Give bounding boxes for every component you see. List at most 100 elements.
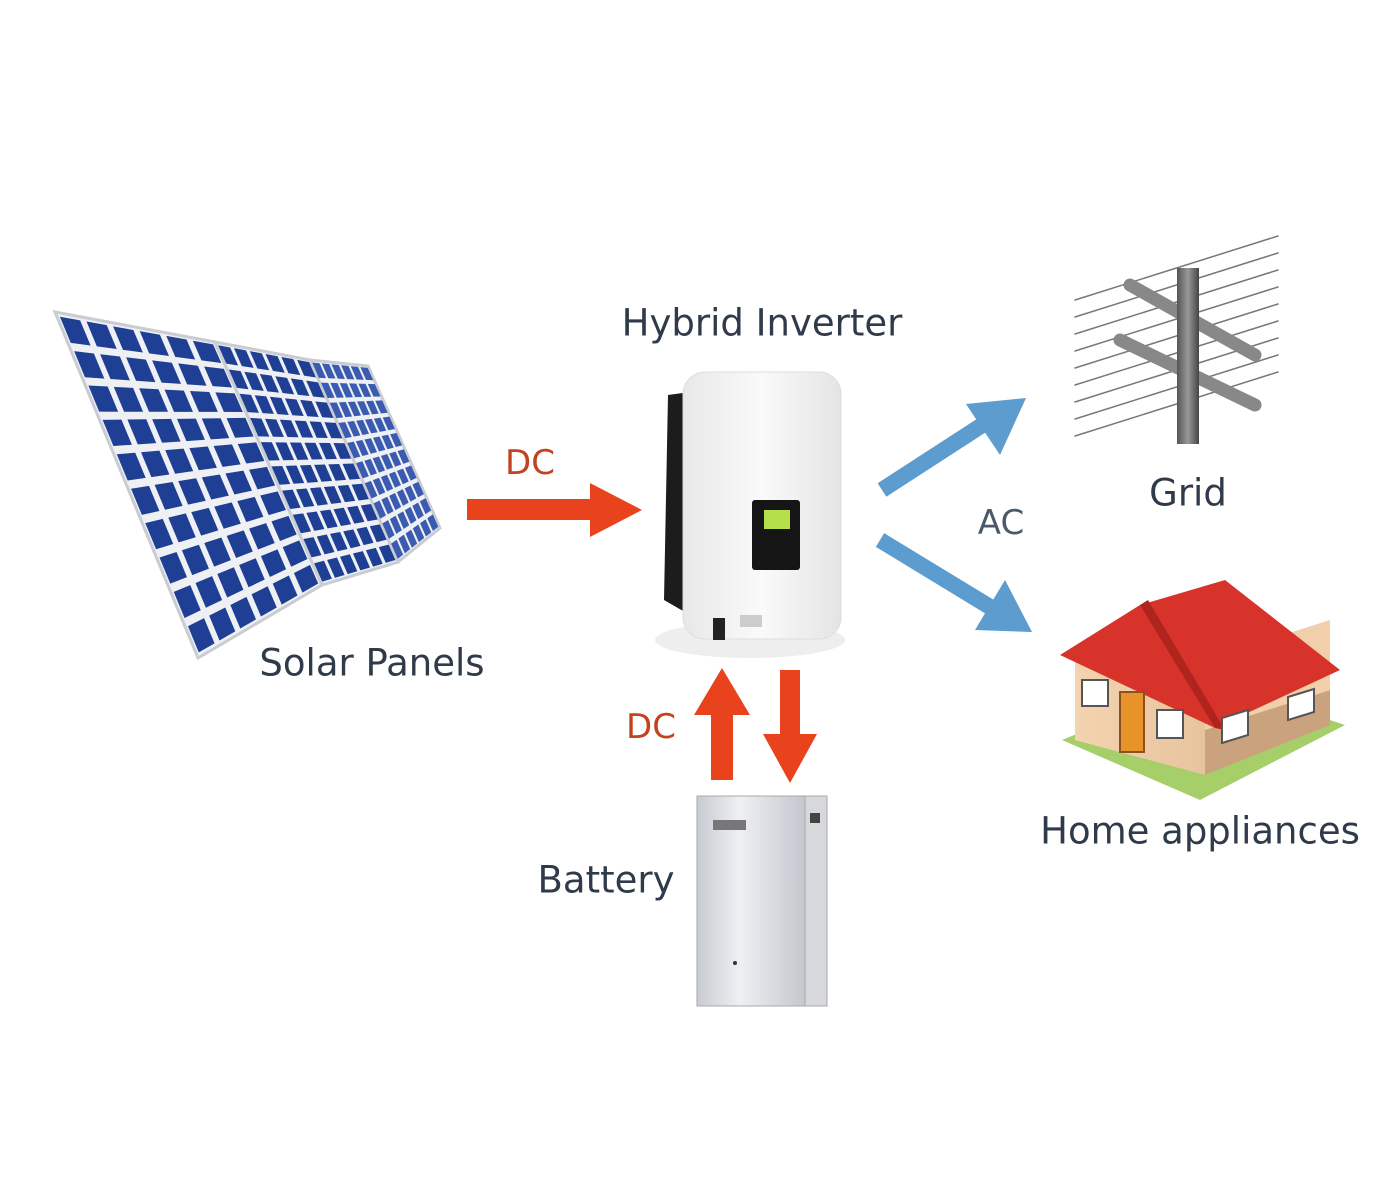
solar-cell [380,474,394,492]
solar-cell [319,509,338,529]
solar-cell [360,504,378,522]
solar-cell [127,419,157,445]
solar-cell [357,401,370,416]
solar-cell [74,351,105,379]
solar-cell [204,366,233,388]
solar-panels-image [52,310,442,661]
solar-cell [329,531,348,552]
solar-cell [166,335,196,360]
solar-cell [318,442,337,460]
solar-cell [189,390,218,412]
battery-image [696,795,828,1007]
solar-cell [201,418,230,440]
solar-cell [237,442,265,464]
solar-cell [139,388,169,412]
solar-cell [113,326,143,353]
solar-cell [102,419,132,447]
power-wire [1074,235,1279,301]
solar-cell [309,421,328,438]
solar-cell [306,380,325,398]
solar-cell [154,482,183,510]
solar-cell [275,442,295,461]
solar-cell [233,348,254,368]
solar-cell [249,523,275,550]
solar-cell [391,539,404,559]
solar-cell [347,420,361,437]
solar-cell [360,367,374,381]
solar-cell [178,363,207,386]
solar-cell [218,345,239,366]
solar-cell [342,463,361,480]
solar-cell [282,489,301,509]
solar-cell [356,419,370,436]
solar-cell [404,506,417,525]
solar-cell [260,442,280,461]
solar-cell [204,537,231,567]
solar-cell [282,540,308,567]
solar-cell [126,357,156,383]
solar-cell [139,331,170,356]
solar-cell [341,365,355,380]
solar-cell [327,557,345,578]
solar-cell [239,558,265,588]
solar-cell [420,519,432,537]
solar-cell [230,596,257,629]
solar-cell [271,515,297,541]
solar-cell [324,422,343,439]
grid-pole-image [1074,235,1279,444]
solar-cell [214,502,241,529]
power-wire [1074,269,1279,335]
solar-cell [356,461,369,479]
solar-cell [269,396,289,415]
solar-cell [333,443,352,459]
solar-cell [365,418,378,434]
solar-cell [380,454,394,470]
solar-cell [228,369,249,390]
solar-cell [260,549,287,578]
solar-cell [289,442,309,460]
solar-cell [88,385,119,412]
solar-cell [239,393,259,413]
solar-cell [284,398,304,416]
solar-cell [237,496,264,522]
solar-cell [164,389,193,412]
solar-panels-label: Solar Panels [259,641,485,685]
solar-cell [306,511,325,531]
solar-cell [381,496,394,515]
power-wire [1074,286,1279,352]
solar-cell [347,505,365,524]
solar-cell [279,419,299,438]
ac-arrow-to-home [875,533,1032,632]
solar-cell [113,386,144,412]
solar-cell [365,547,383,567]
solar-cell [294,420,314,438]
solar-cell [59,316,91,346]
solar-cell [191,507,219,536]
solar-cell [265,354,285,373]
solar-cell [304,442,323,460]
solar-cell [271,465,291,485]
solar-cell [259,373,280,393]
solar-cell [396,468,409,485]
solar-cell [249,351,270,371]
home-appliances-label: Home appliances [1040,809,1360,853]
solar-cell [315,401,334,419]
solar-cell [187,618,215,653]
solar-cell [382,416,395,431]
solar-cell [396,489,409,506]
solar-cell [152,360,181,384]
solar-cell [159,551,187,584]
solar-cell [323,486,342,504]
solar-cell [145,518,174,550]
solar-cell [381,434,394,450]
solar-cell [320,382,335,398]
solar-cell [250,417,270,437]
power-wire [1074,252,1279,318]
solar-cell [290,378,310,397]
solar-cell [412,524,425,543]
solar-cell [176,418,205,442]
solar-cell [339,383,353,398]
solar-cell [226,530,253,559]
solar-cell [340,554,358,575]
solar-cell [260,491,286,516]
